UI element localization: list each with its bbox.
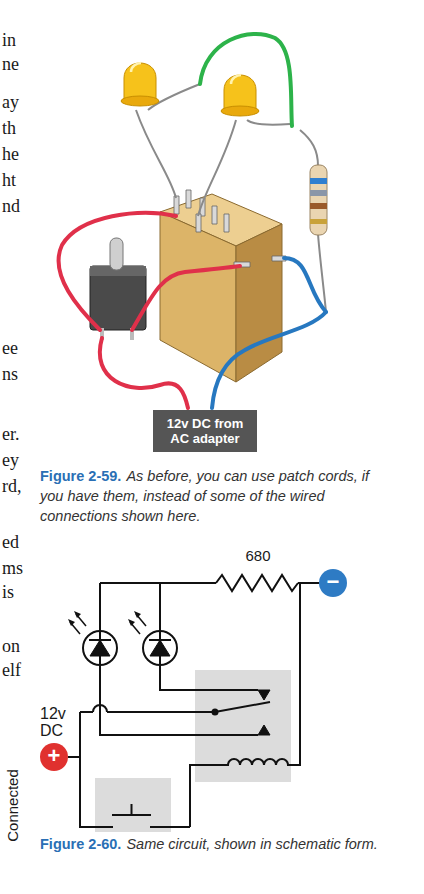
power-adapter-box: 12v DC from AC adapter: [153, 410, 257, 452]
supply-label: 12v DC: [40, 705, 76, 739]
margin-text-fragment: ed: [2, 532, 19, 552]
margin-text-fragment: ns: [2, 364, 18, 384]
figure-number: Figure 2-59.: [40, 468, 121, 484]
schematic: [68, 575, 319, 832]
led-left: [121, 63, 159, 106]
relay-illustration: [59, 34, 327, 408]
figure-caption: Figure 2-59.As before, you can use patch…: [40, 466, 390, 526]
terminal-sign: −: [327, 571, 340, 593]
caption-text: Same circuit, shown in schematic form.: [126, 836, 377, 852]
margin-text-fragment: he: [2, 144, 19, 164]
margin-text-fragment: ay: [2, 92, 19, 112]
margin-text-fragment: is: [2, 582, 14, 602]
figure-caption: Figure 2-60. Same circuit, shown in schem…: [40, 834, 390, 854]
margin-text-fragment: ht: [2, 170, 16, 190]
margin-text-fragment: ey: [2, 450, 19, 470]
margin-text-fragment: ne: [2, 54, 19, 74]
negative-terminal: −: [319, 569, 347, 597]
resistance-value: 680: [245, 547, 270, 564]
margin-text-fragment: on: [2, 636, 20, 656]
box-label: 12v DC from AC adapter: [157, 416, 253, 446]
margin-text-fragment: elf: [2, 660, 21, 680]
figure-number: Figure 2-60.: [40, 836, 121, 852]
terminal-sign: +: [48, 745, 61, 767]
margin-text-fragment: ee: [2, 338, 18, 358]
led-right: [221, 75, 259, 116]
margin-text-fragment: er.: [2, 424, 20, 444]
resistor: [310, 165, 327, 235]
margin-text-fragment: rd,: [2, 476, 22, 496]
margin-text-fragment: in: [2, 30, 16, 50]
rotated-margin-text: Connected: [4, 769, 21, 842]
margin-text-fragment: nd: [2, 196, 20, 216]
margin-text-fragment: ms: [2, 558, 23, 578]
positive-terminal: +: [40, 743, 68, 771]
margin-text-fragment: th: [2, 118, 16, 138]
